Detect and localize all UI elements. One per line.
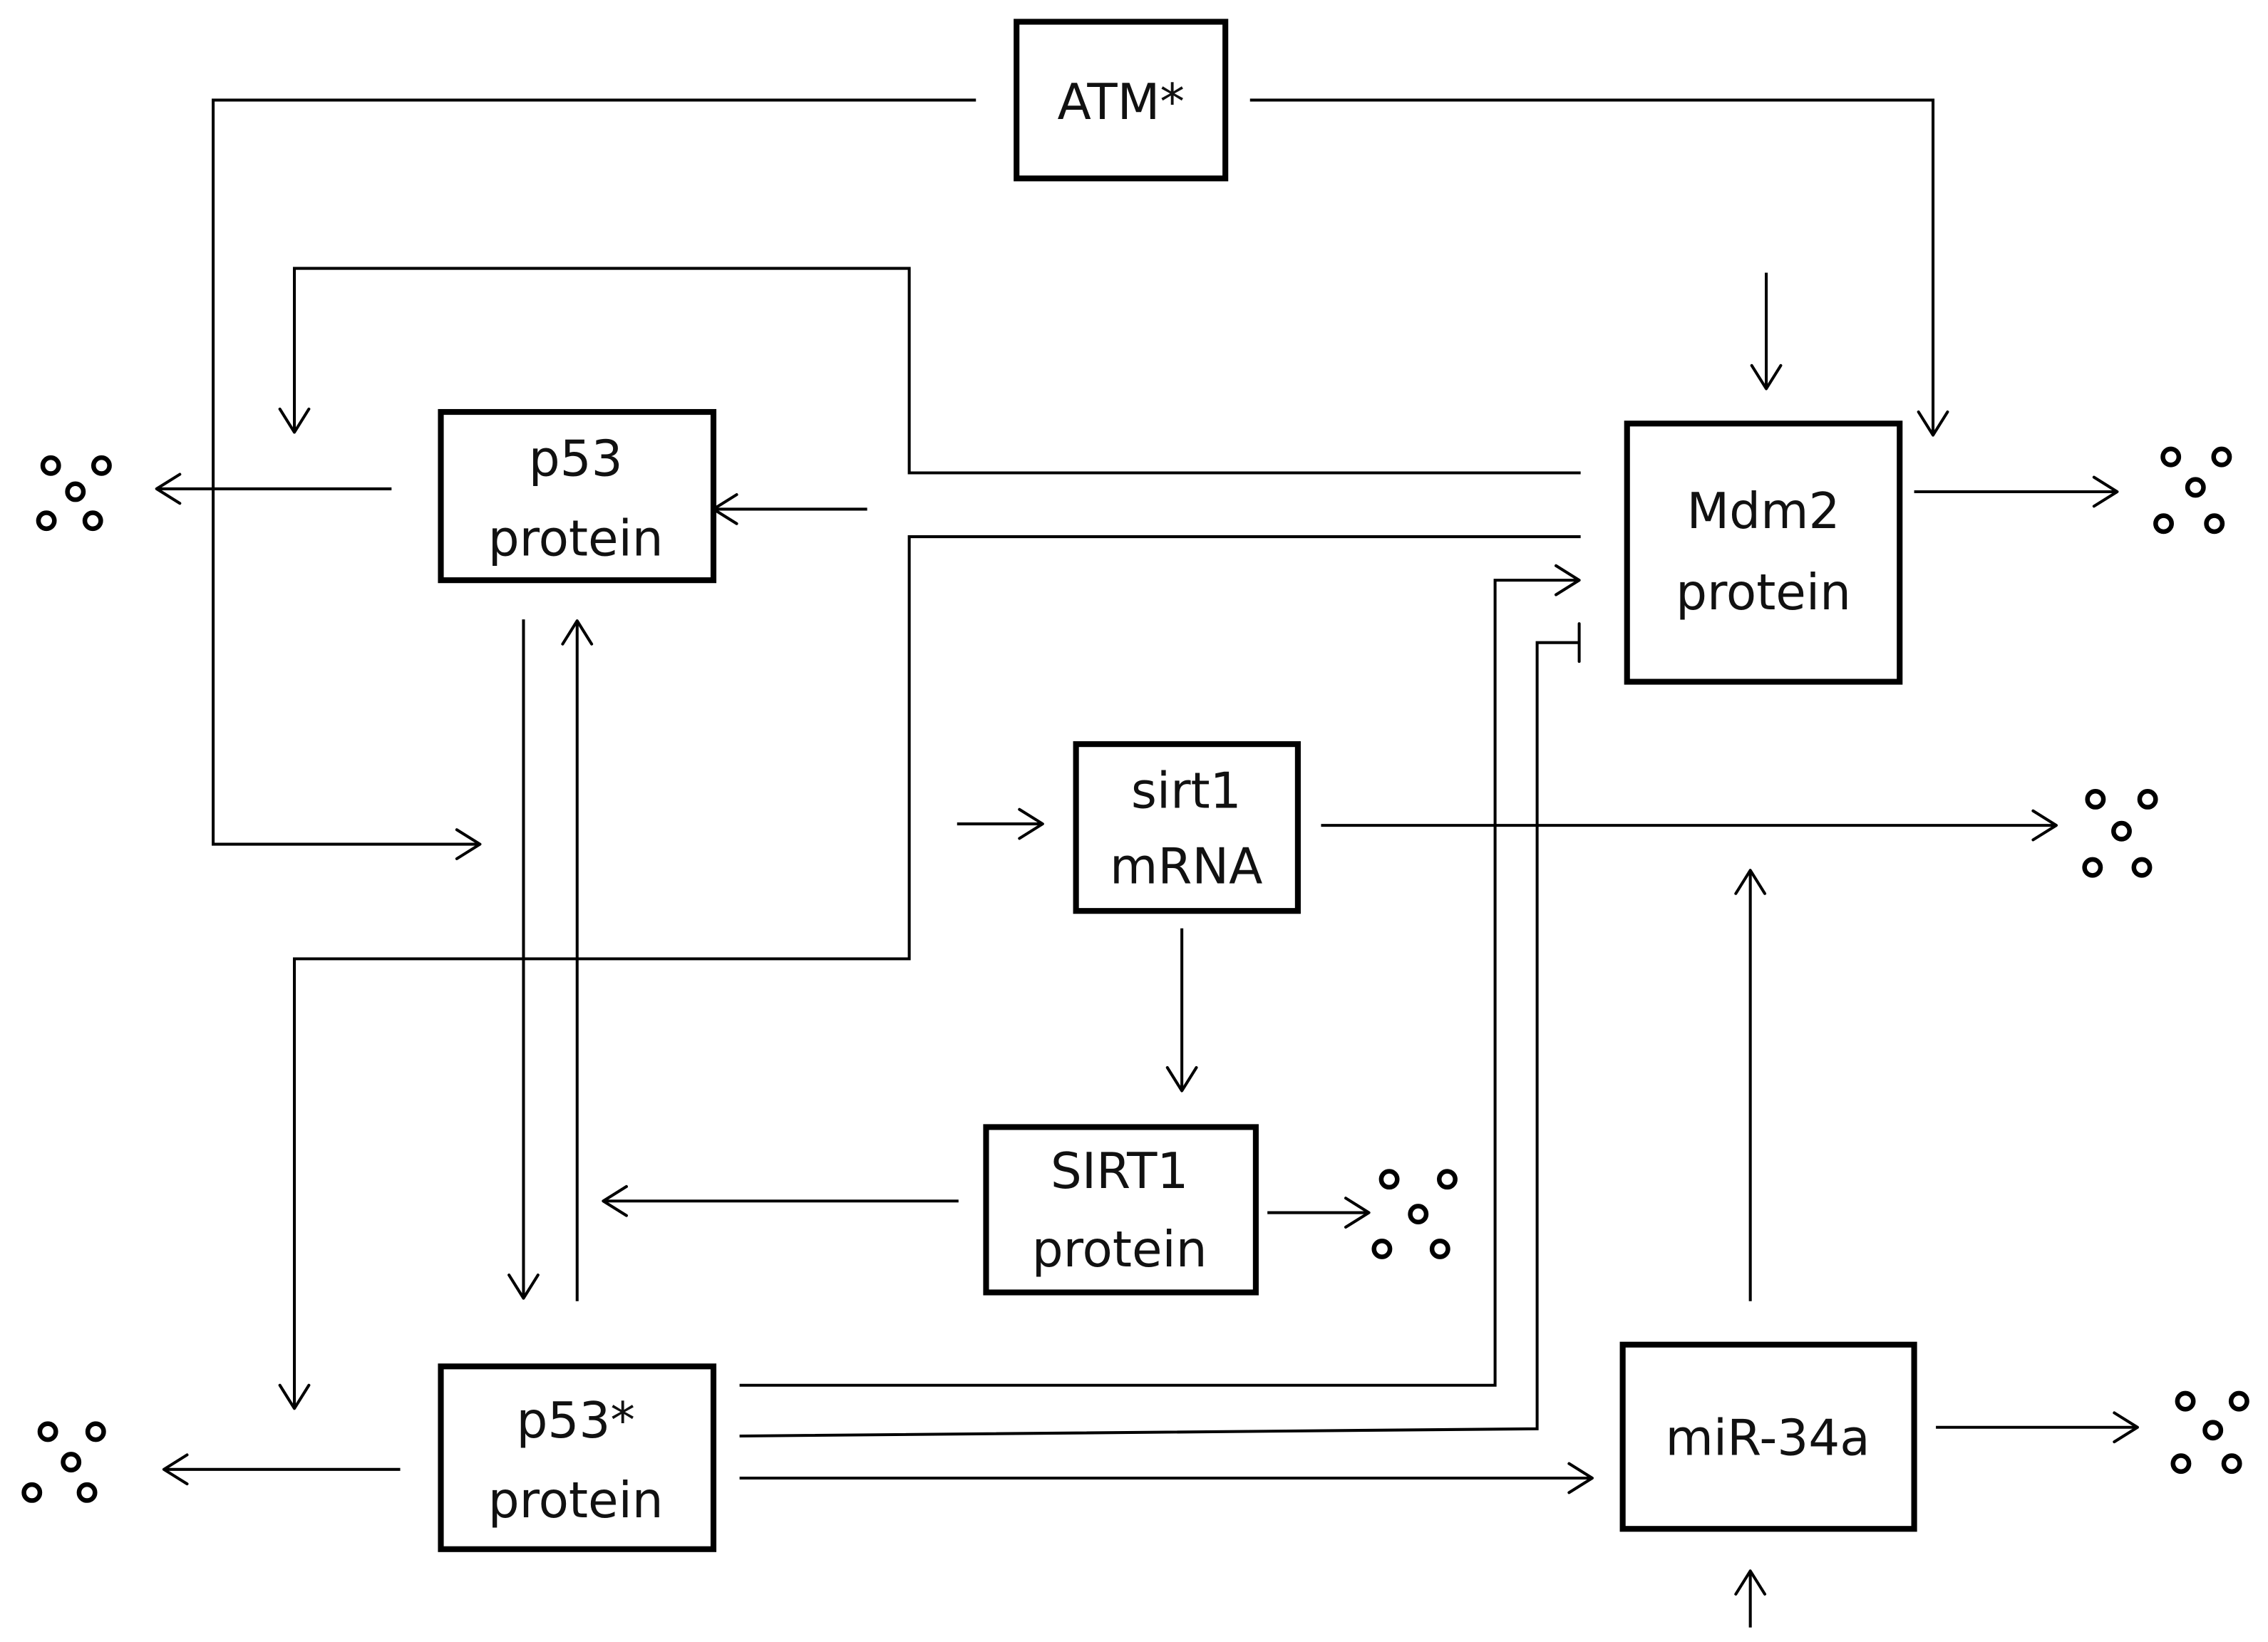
node-p53-star-label-line2: protein xyxy=(488,1472,664,1529)
arrowheads xyxy=(155,363,2139,1596)
arrowhead-down xyxy=(1917,410,1949,437)
arrowhead-up xyxy=(1734,869,1767,895)
degradation-icon xyxy=(2082,789,2158,878)
node-p53-star-protein: p53* protein xyxy=(438,1363,717,1552)
node-p53-label-line1: p53 xyxy=(529,431,623,488)
degradation-icon xyxy=(36,455,112,532)
arrowhead-down xyxy=(278,407,311,434)
node-p53-star-label-line1: p53* xyxy=(516,1393,634,1450)
arrowhead-right xyxy=(455,828,482,860)
degradation-icon xyxy=(2153,446,2232,535)
arrowhead-right xyxy=(1567,1462,1594,1494)
connectors xyxy=(156,98,2138,1628)
node-sirt1-mrna-label-line1: sirt1 xyxy=(1131,763,1242,820)
degradation-icon xyxy=(2170,1390,2249,1475)
arrowhead-left xyxy=(602,1184,628,1217)
mdm2-to-p53-star-link xyxy=(292,535,1581,1409)
p53-star-to-mdm2-inhibition-link xyxy=(739,641,1579,1438)
node-sirt1-protein: SIRT1 protein xyxy=(983,1124,1259,1296)
arrowhead-down xyxy=(1165,1065,1198,1093)
arrowhead-down xyxy=(507,1274,540,1300)
node-mir34a-label: miR-34a xyxy=(1665,1410,1870,1467)
node-p53-protein: p53 protein xyxy=(438,408,717,584)
arrowhead-up xyxy=(561,619,594,646)
degradation-icon xyxy=(21,1421,106,1503)
node-p53-label-line2: protein xyxy=(488,511,664,568)
node-mir34a: miR-34a xyxy=(1619,1341,1917,1532)
arrowhead-down xyxy=(1750,363,1783,391)
node-sirt1-mrna-label-line2: mRNA xyxy=(1110,839,1262,896)
atm-to-p53-link xyxy=(212,98,976,846)
arrowhead-left xyxy=(155,473,182,505)
node-mdm2-label-line2: protein xyxy=(1676,564,1851,621)
node-atm: ATM* xyxy=(1014,19,1229,182)
arrowhead-up xyxy=(1734,1569,1767,1596)
node-mdm2-protein: Mdm2 protein xyxy=(1624,420,1903,685)
node-sirt1-protein-label-line1: SIRT1 xyxy=(1051,1143,1189,1200)
p53-star-to-mdm2-activation-link xyxy=(739,579,1579,1387)
node-sirt1-mrna: sirt1 mRNA xyxy=(1073,741,1301,914)
arrowhead-right xyxy=(1018,807,1044,840)
arrowhead-right xyxy=(1344,1197,1371,1229)
arrowhead-right xyxy=(2113,1411,2139,1444)
atm-to-mdm2-link xyxy=(1249,98,1935,435)
mdm2-to-p53-upper-link xyxy=(292,267,1581,475)
arrowhead-left xyxy=(162,1453,189,1486)
arrowhead-right xyxy=(1555,564,1581,597)
arrowhead-down xyxy=(278,1383,311,1410)
degradation-icon xyxy=(1371,1169,1458,1259)
arrowhead-right xyxy=(2092,475,2119,508)
node-mdm2-label-line1: Mdm2 xyxy=(1687,483,1840,540)
node-atm-label: ATM* xyxy=(1057,74,1184,131)
arrowhead-right xyxy=(2031,809,2058,842)
node-sirt1-protein-label-line2: protein xyxy=(1032,1222,1207,1279)
